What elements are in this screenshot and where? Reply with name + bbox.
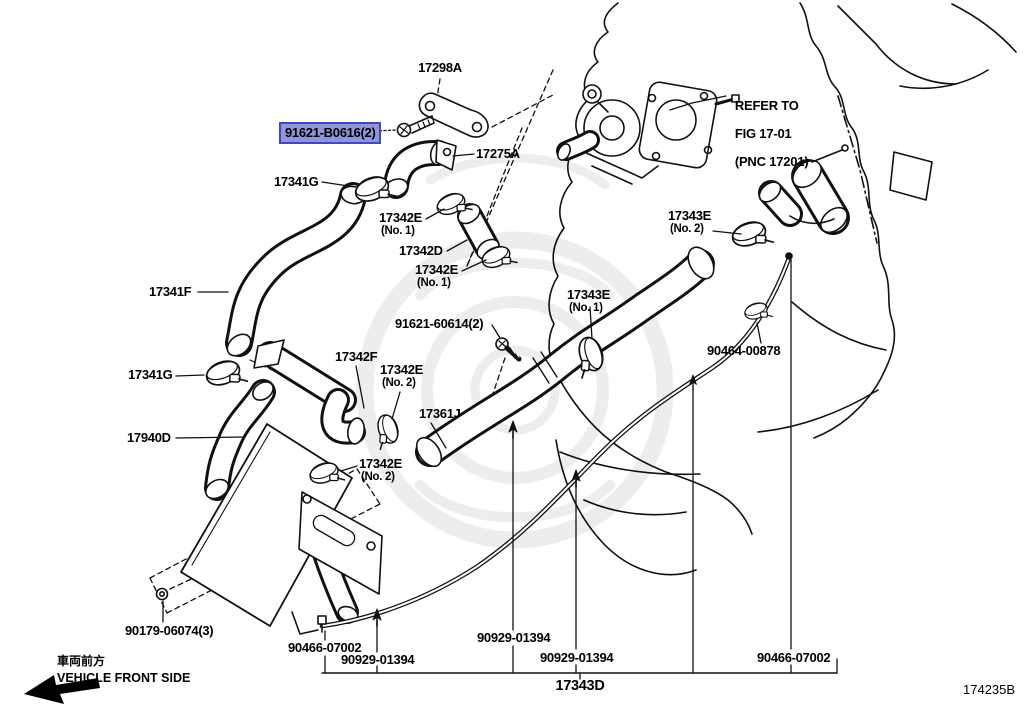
part-number: 91621-B0616(2) xyxy=(285,125,376,140)
part-number: 17343E xyxy=(567,287,611,302)
part-label-17361J[interactable]: 17361J xyxy=(419,407,461,420)
part-label-90179-06074[interactable]: 90179-06074(3) xyxy=(125,623,214,638)
duct-and-elbow-17342F xyxy=(253,339,366,445)
refer-note-line1: REFER TO xyxy=(734,98,799,113)
bracket-17298A xyxy=(418,92,489,138)
front-side-label-jp: 車両前方 xyxy=(57,654,106,668)
figure-code: 174235B xyxy=(963,682,1016,697)
part-number: 17342E xyxy=(379,210,423,225)
part-number: 90929-01394 xyxy=(341,652,415,667)
part-label-90929-01394-c[interactable]: 90929-01394 xyxy=(540,650,614,665)
part-number-suffix: (No. 1) xyxy=(417,277,451,289)
bolt-91621-B0616 xyxy=(396,115,435,138)
front-direction-arrow xyxy=(24,675,100,704)
part-number: 17940D xyxy=(127,430,171,445)
part-number: 90466-07002 xyxy=(757,650,831,665)
part-number: 17342E xyxy=(380,362,424,377)
part-number: 90179-06074(3) xyxy=(125,623,214,638)
part-number: 17342D xyxy=(399,243,443,258)
part-number: 17342F xyxy=(335,349,378,364)
part-label-90929-01394-a[interactable]: 90929-01394 xyxy=(341,652,415,667)
hose-17940D xyxy=(204,379,276,501)
part-number: 90466-07002 xyxy=(288,640,362,655)
part-label-17342D[interactable]: 17342D xyxy=(399,244,443,257)
part-number: 17343E xyxy=(668,208,712,223)
hose-17341F xyxy=(225,182,367,357)
part-label-17342E-no1-b[interactable]: 17342E(No. 1) xyxy=(415,263,458,290)
part-label-17275A[interactable]: 17275A xyxy=(476,147,520,160)
part-label-17341G-btm[interactable]: 17341G xyxy=(128,367,173,382)
part-number: 90929-01394 xyxy=(477,630,551,645)
part-number: 17343D xyxy=(555,678,605,694)
part-number: 17341G xyxy=(274,174,319,189)
part-label-17342F[interactable]: 17342F xyxy=(335,349,378,364)
part-label-91621-60614[interactable]: 91621-60614(2) xyxy=(395,316,484,331)
part-label-17343D[interactable]: 17343D xyxy=(555,678,605,694)
part-number: 17342E xyxy=(359,456,403,471)
part-label-17343E-no2[interactable]: 17343E(No. 2) xyxy=(668,209,711,236)
part-number-suffix: (No. 2) xyxy=(361,471,395,483)
part-number: 17298A xyxy=(418,60,462,75)
part-label-17342E-no2-a[interactable]: 17342E(No. 2) xyxy=(380,363,423,390)
part-number: 17341F xyxy=(149,284,192,299)
part-label-17341F[interactable]: 17341F xyxy=(149,284,192,299)
part-number: 17342E xyxy=(415,262,459,277)
part-label-90464-00878[interactable]: 90464-00878 xyxy=(707,343,781,358)
part-label-90466-07002-r[interactable]: 90466-07002 xyxy=(757,650,831,665)
turbocharger xyxy=(556,81,740,185)
part-label-17343E-no1[interactable]: 17343E(No. 1) xyxy=(567,288,610,315)
part-number-suffix: (No. 1) xyxy=(381,225,415,237)
part-number: 17361J xyxy=(419,406,461,421)
part-number-suffix: (No. 1) xyxy=(569,302,603,314)
elbow-17275A xyxy=(383,139,457,199)
part-label-17298A[interactable]: 17298A xyxy=(418,61,462,74)
part-number: 17341G xyxy=(128,367,173,382)
part-number: 90464-00878 xyxy=(707,343,781,358)
refer-note-line3: (PNC 17201) xyxy=(734,154,809,169)
part-number: 91621-60614(2) xyxy=(395,316,484,331)
part-label-90466-07002-l[interactable]: 90466-07002 xyxy=(288,640,362,655)
hose-17343D xyxy=(319,252,793,629)
part-label-91621-B0616[interactable]: 91621-B0616(2) xyxy=(279,122,382,144)
part-label-17341G-top[interactable]: 17341G xyxy=(274,174,319,189)
part-label-90929-01394-b[interactable]: 90929-01394 xyxy=(477,630,551,645)
refer-note: REFER TO FIG 17-01 (PNC 17201) xyxy=(728,85,809,169)
leader-lines xyxy=(162,95,762,623)
water-outlet-pipes xyxy=(758,144,850,235)
refer-note-line2: FIG 17-01 xyxy=(734,126,792,141)
part-number: 17275A xyxy=(476,146,520,161)
bolt-91621-60614 xyxy=(495,337,522,362)
engine-outline xyxy=(548,2,1017,576)
part-label-17940D[interactable]: 17940D xyxy=(127,431,171,444)
part-number-suffix: (No. 2) xyxy=(382,377,416,389)
front-side-label-en: VEHICLE FRONT SIDE xyxy=(57,671,191,685)
part-number: 90929-01394 xyxy=(540,650,614,665)
intercooler xyxy=(180,423,383,635)
bottom-bracket xyxy=(321,258,838,680)
part-number-suffix: (No. 2) xyxy=(670,223,704,235)
part-label-17342E-no2-b[interactable]: 17342E(No. 2) xyxy=(359,457,402,484)
part-label-17342E-no1-a[interactable]: 17342E(No. 1) xyxy=(379,211,422,238)
small-fixings xyxy=(155,374,698,633)
